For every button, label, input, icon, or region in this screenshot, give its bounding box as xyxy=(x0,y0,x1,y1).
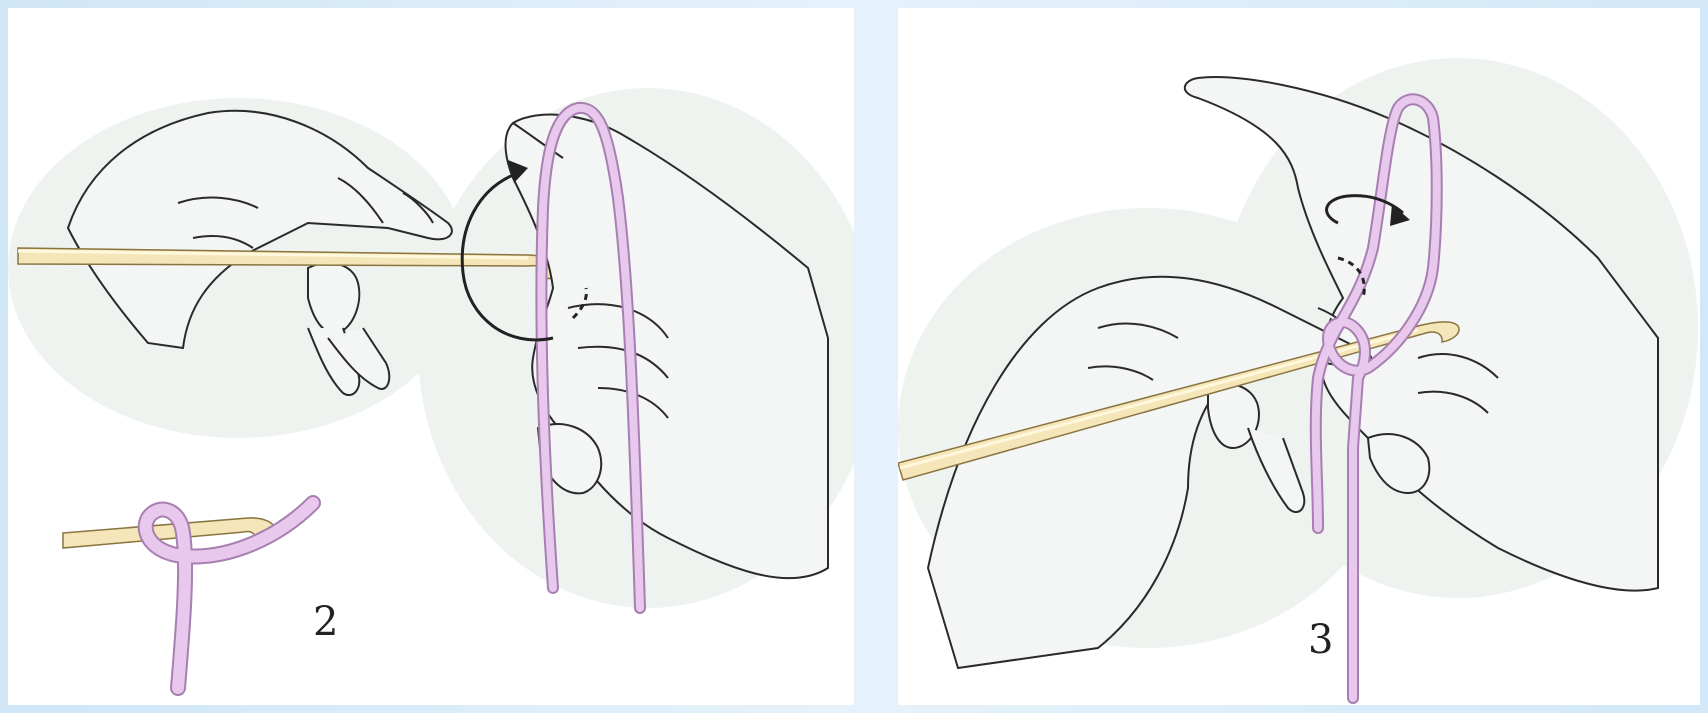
illustration-panel-step-3: 3 xyxy=(898,8,1700,705)
inset-hook-with-loop xyxy=(63,503,313,688)
step-number-label: 3 xyxy=(1308,620,1333,660)
step-number-label: 2 xyxy=(313,602,338,642)
step-2-drawing xyxy=(8,8,854,705)
step-3-drawing xyxy=(898,8,1700,705)
illustration-panel-step-2: 2 xyxy=(8,8,854,705)
